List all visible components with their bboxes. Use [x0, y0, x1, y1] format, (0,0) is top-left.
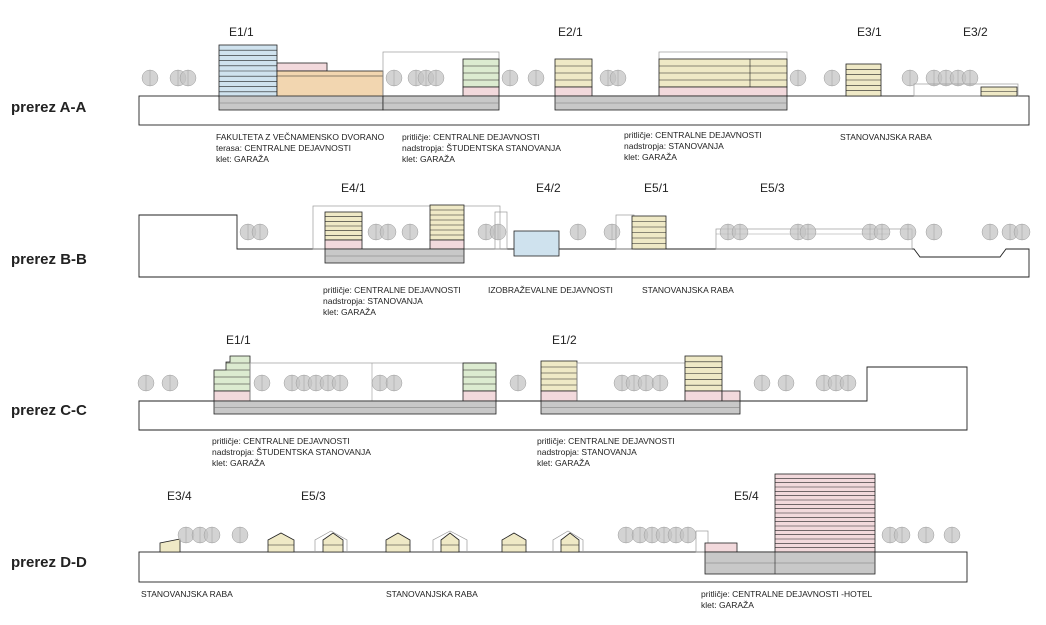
note-block: pritličje: CENTRALNE DEJAVNOSTI -HOTEL k… [701, 589, 873, 610]
note-block: pritličje: CENTRALNE DEJAVNOSTI nadstrop… [212, 436, 371, 468]
ground-floor-central [462, 390, 497, 402]
drawing-geometry [137, 44, 1031, 583]
building-label: E3/1 [857, 25, 882, 39]
svg-text:nadstropja: ŠTUDENTSKA STANOVA: nadstropja: ŠTUDENTSKA STANOVANJA [212, 447, 371, 457]
svg-text:STANOVANJSKA RABA: STANOVANJSKA RABA [642, 285, 734, 295]
svg-text:nadstropja: STANOVANJA: nadstropja: STANOVANJA [624, 141, 724, 151]
building-label: E3/2 [963, 25, 988, 39]
svg-text:klet: GARAŽA: klet: GARAŽA [323, 307, 376, 317]
note-block: pritličje: CENTRALNE DEJAVNOSTI nadstrop… [537, 436, 675, 468]
outline-volume [658, 51, 788, 60]
building-label: E4/2 [536, 181, 561, 195]
house-volume [560, 532, 580, 553]
svg-text:STANOVANJSKA RABA: STANOVANJSKA RABA [141, 589, 233, 599]
note-block: pritličje: CENTRALNE DEJAVNOSTI nadstrop… [624, 130, 762, 162]
svg-text:klet: GARAŽA: klet: GARAŽA [537, 458, 590, 468]
section-title-d: prerez D-D [11, 554, 87, 571]
svg-text:klet: GARAŽA: klet: GARAŽA [701, 600, 754, 610]
note-block: STANOVANJSKA RABA [840, 132, 932, 142]
housing-volume [429, 204, 465, 241]
svg-text:pritličje: CENTRALNE DEJAVNOST: pritličje: CENTRALNE DEJAVNOSTI [212, 436, 350, 446]
house-outline [552, 530, 584, 552]
building-label: E5/3 [301, 489, 326, 503]
svg-text:nadstropja: STANOVANJA: nadstropja: STANOVANJA [537, 447, 637, 457]
svg-text:klet: GARAŽA: klet: GARAŽA [624, 152, 677, 162]
svg-text:FAKULTETA Z VEČNAMENSKO DVORAN: FAKULTETA Z VEČNAMENSKO DVORANO [216, 132, 385, 142]
section-title-a: prerez A-A [11, 99, 86, 116]
svg-text:pritličje: CENTRALNE DEJAVNOST: pritličje: CENTRALNE DEJAVNOSTI [624, 130, 762, 140]
ground-floor-central [540, 390, 578, 402]
ground-floor-central [721, 390, 741, 402]
note-block: FAKULTETA Z VEČNAMENSKO DVORANO terasa: … [216, 132, 385, 164]
house-volume [322, 532, 344, 553]
ground-floor-central [429, 239, 465, 250]
svg-text:IZOBRAŽEVALNE DEJAVNOSTI: IZOBRAŽEVALNE DEJAVNOSTI [488, 285, 613, 295]
ground-slab [138, 214, 1030, 278]
svg-text:klet: GARAŽA: klet: GARAŽA [216, 154, 269, 164]
house-volume [501, 532, 527, 553]
house-outline [314, 530, 348, 552]
svg-text:klet: GARAŽA: klet: GARAŽA [402, 154, 455, 164]
svg-text:nadstropja: STANOVANJA: nadstropja: STANOVANJA [323, 296, 423, 306]
house-volume [440, 532, 460, 553]
note-block: STANOVANJSKA RABA [642, 285, 734, 295]
building-label: E3/4 [167, 489, 192, 503]
building-label: E2/1 [558, 25, 583, 39]
note-block: STANOVANJSKA RABA [386, 589, 478, 599]
building-label: E1/1 [226, 333, 251, 347]
svg-text:pritličje: CENTRALNE DEJAVNOST: pritličje: CENTRALNE DEJAVNOSTI -HOTEL [701, 589, 873, 599]
ground-floor-central [554, 86, 593, 97]
note-block: STANOVANJSKA RABA [141, 589, 233, 599]
ground-floor-central [213, 390, 251, 402]
svg-text:pritličje: CENTRALNE DEJAVNOST: pritličje: CENTRALNE DEJAVNOSTI [537, 436, 675, 446]
house-volume [267, 532, 295, 553]
svg-text:STANOVANJSKA RABA: STANOVANJSKA RABA [840, 132, 932, 142]
building-label: E1/1 [229, 25, 254, 39]
ground-floor-central [658, 86, 788, 97]
note-block: pritličje: CENTRALNE DEJAVNOSTI nadstrop… [402, 132, 561, 164]
building-label: E5/1 [644, 181, 669, 195]
outline-volume [494, 211, 508, 250]
building-label: E4/1 [341, 181, 366, 195]
housing-volume [540, 360, 578, 392]
house-outline [432, 530, 468, 552]
svg-text:pritličje: CENTRALNE DEJAVNOST: pritličje: CENTRALNE DEJAVNOSTI [402, 132, 540, 142]
note-block: IZOBRAŽEVALNE DEJAVNOSTI [488, 285, 613, 295]
building-label: E5/3 [760, 181, 785, 195]
multipurpose-hall [276, 70, 384, 98]
terrace-central [276, 62, 328, 72]
outline-volume [913, 83, 1019, 97]
building-label: E1/2 [552, 333, 577, 347]
section-title-b: prerez B-B [11, 251, 87, 268]
ground-floor-central [684, 390, 723, 402]
outline-volume [695, 530, 709, 553]
housing-volume [159, 538, 181, 553]
section-title-c: prerez C-C [11, 402, 87, 419]
svg-text:nadstropja: ŠTUDENTSKA STANOVA: nadstropja: ŠTUDENTSKA STANOVANJA [402, 143, 561, 153]
education-volume [513, 230, 560, 257]
svg-text:STANOVANJSKA RABA: STANOVANJSKA RABA [386, 589, 478, 599]
building-label: E5/4 [734, 489, 759, 503]
ground-floor-central [704, 542, 738, 553]
svg-text:pritličje: CENTRALNE DEJAVNOST: pritličje: CENTRALNE DEJAVNOSTI [323, 285, 461, 295]
ground-floor-central [462, 86, 500, 97]
note-block: pritličje: CENTRALNE DEJAVNOSTI nadstrop… [323, 285, 461, 317]
student-housing-volume [213, 355, 251, 392]
ground-floor-central [324, 239, 363, 250]
house-volume [385, 532, 411, 553]
svg-text:klet: GARAŽA: klet: GARAŽA [212, 458, 265, 468]
svg-text:terasa: CENTRALNE DEJAVNOSTI: terasa: CENTRALNE DEJAVNOSTI [216, 143, 351, 153]
